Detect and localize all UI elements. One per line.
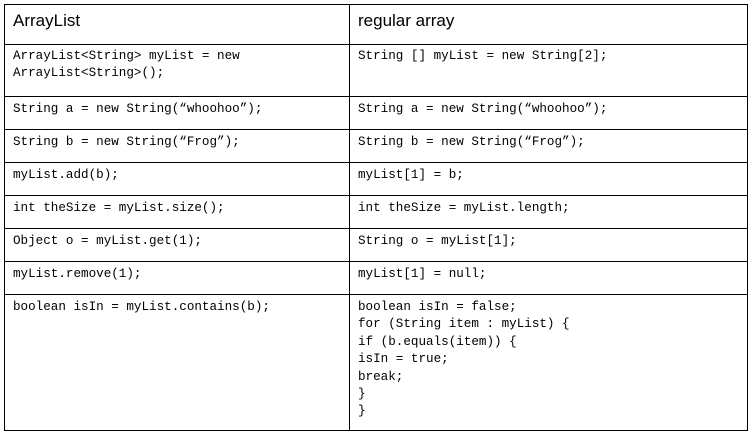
table-row: String a = new String(“whoohoo”); String… <box>4 96 748 130</box>
table-row: Object o = myList.get(1); String o = myL… <box>4 228 748 262</box>
array-cell: boolean isIn = false; for (String item :… <box>349 294 748 431</box>
table-row: myList.remove(1); myList[1] = null; <box>4 261 748 295</box>
array-cell: String o = myList[1]; <box>349 228 748 262</box>
comparison-table: ArrayList regular array ArrayList<String… <box>4 4 748 431</box>
array-cell: int theSize = myList.length; <box>349 195 748 229</box>
header-regular-array: regular array <box>349 4 748 45</box>
arraylist-cell: int theSize = myList.size(); <box>4 195 350 229</box>
array-cell: String a = new String(“whoohoo”); <box>349 96 748 130</box>
arraylist-cell: ArrayList<String> myList = new ArrayList… <box>4 44 350 97</box>
table-row: int theSize = myList.size(); int theSize… <box>4 195 748 229</box>
table-row: String b = new String(“Frog”); String b … <box>4 129 748 163</box>
array-cell: myList[1] = b; <box>349 162 748 196</box>
table-row: ArrayList<String> myList = new ArrayList… <box>4 44 748 97</box>
table-row: boolean isIn = myList.contains(b); boole… <box>4 294 748 431</box>
header-arraylist: ArrayList <box>4 4 350 45</box>
arraylist-cell: String b = new String(“Frog”); <box>4 129 350 163</box>
arraylist-cell: myList.remove(1); <box>4 261 350 295</box>
array-cell: myList[1] = null; <box>349 261 748 295</box>
header-row: ArrayList regular array <box>4 4 748 45</box>
arraylist-cell: String a = new String(“whoohoo”); <box>4 96 350 130</box>
arraylist-cell: boolean isIn = myList.contains(b); <box>4 294 350 431</box>
arraylist-cell: myList.add(b); <box>4 162 350 196</box>
array-cell: String b = new String(“Frog”); <box>349 129 748 163</box>
array-cell: String [] myList = new String[2]; <box>349 44 748 97</box>
table-row: myList.add(b); myList[1] = b; <box>4 162 748 196</box>
arraylist-cell: Object o = myList.get(1); <box>4 228 350 262</box>
